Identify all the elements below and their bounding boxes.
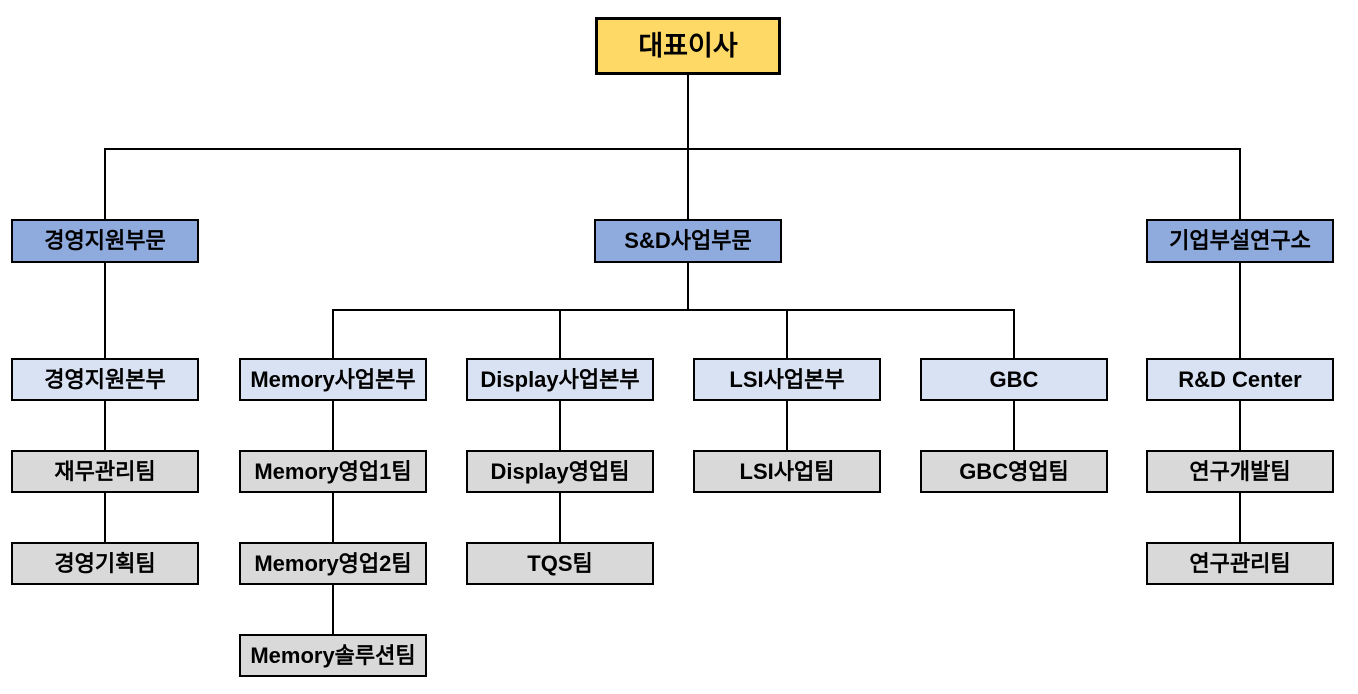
org-node-hq-display: Display사업본부 (466, 358, 654, 401)
connector-line (559, 309, 561, 358)
org-node-hq-rnd: R&D Center (1146, 358, 1334, 401)
org-node-team-rnd-dev: 연구개발팀 (1146, 450, 1334, 493)
org-node-hq-memory: Memory사업본부 (239, 358, 427, 401)
connector-line (786, 401, 788, 450)
connector-line (332, 585, 334, 634)
connector-line (332, 309, 334, 358)
org-node-division-management: 경영지원부문 (11, 219, 199, 263)
org-node-team-memory-solution: Memory솔루션팀 (239, 634, 427, 677)
connector-line (104, 493, 106, 542)
connector-line (786, 309, 788, 358)
connector-line (687, 148, 689, 219)
org-node-team-display-sales: Display영업팀 (466, 450, 654, 493)
org-node-hq-gbc: GBC (920, 358, 1108, 401)
org-node-division-research: 기업부설연구소 (1146, 219, 1334, 263)
connector-line (1239, 148, 1241, 219)
connector-line (104, 148, 1241, 150)
org-node-team-memory-sales2: Memory영업2팀 (239, 542, 427, 585)
org-node-ceo: 대표이사 (595, 17, 781, 75)
org-node-team-tqs: TQS팀 (466, 542, 654, 585)
connector-line (559, 493, 561, 542)
org-node-division-snd: S&D사업부문 (594, 219, 782, 263)
connector-line (104, 148, 106, 219)
connector-line (332, 493, 334, 542)
connector-line (104, 401, 106, 450)
org-node-hq-lsi: LSI사업본부 (693, 358, 881, 401)
connector-line (1239, 401, 1241, 450)
connector-line (1239, 263, 1241, 358)
org-node-team-finance: 재무관리팀 (11, 450, 199, 493)
org-node-hq-management: 경영지원본부 (11, 358, 199, 401)
org-node-team-memory-sales1: Memory영업1팀 (239, 450, 427, 493)
connector-line (687, 75, 689, 150)
org-node-team-gbc-sales: GBC영업팀 (920, 450, 1108, 493)
connector-line (687, 263, 689, 311)
connector-line (104, 263, 106, 358)
org-node-team-management-planning: 경영기획팀 (11, 542, 199, 585)
connector-line (1239, 493, 1241, 542)
connector-line (332, 309, 1015, 311)
connector-line (559, 401, 561, 450)
connector-line (332, 401, 334, 450)
connector-line (1013, 401, 1015, 450)
connector-line (1013, 309, 1015, 358)
org-node-team-lsi: LSI사업팀 (693, 450, 881, 493)
org-node-team-research-mgmt: 연구관리팀 (1146, 542, 1334, 585)
